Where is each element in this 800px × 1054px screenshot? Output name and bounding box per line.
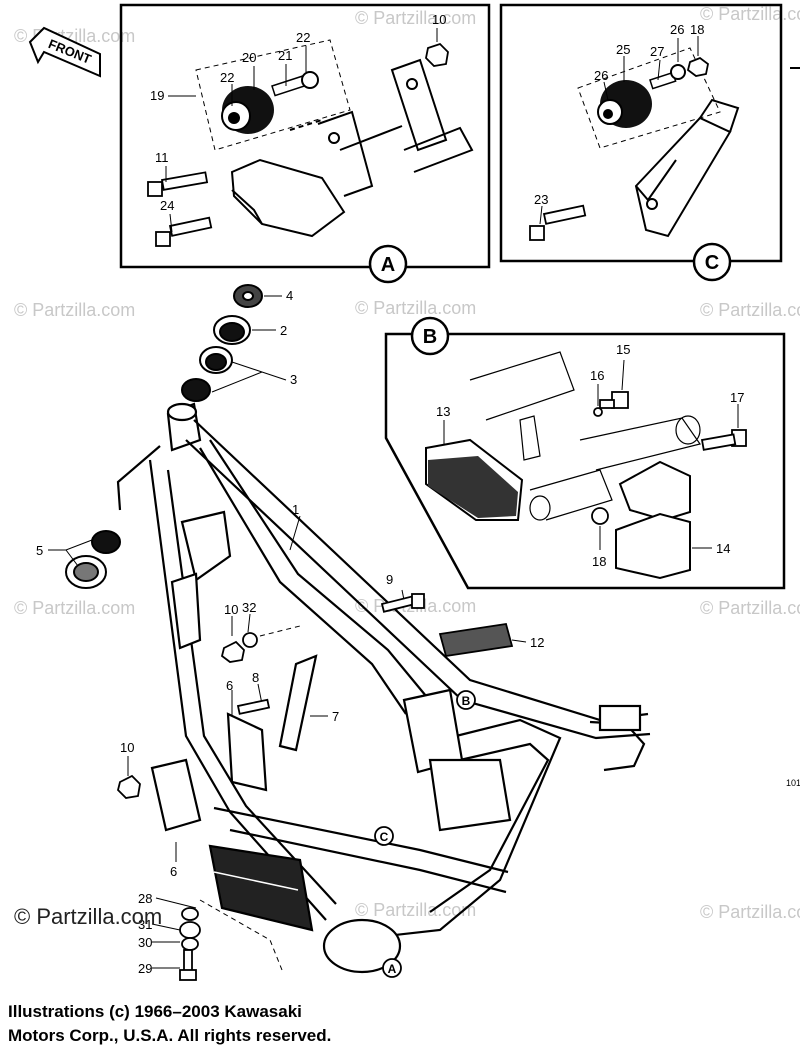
frame-marker-a: A (382, 958, 402, 978)
leader-lines (165, 28, 438, 233)
panel-letter: A (381, 254, 395, 276)
part-number: 10 (120, 740, 134, 755)
part-number: 23 (534, 192, 548, 207)
part-number: 26 (594, 68, 608, 83)
engine-mount-bracket (230, 58, 474, 238)
frame-tubes-sketch (469, 351, 701, 521)
frame-marker-b: B (456, 690, 476, 710)
part-number: 28 (138, 891, 152, 906)
watermark-text: © Partzilla.com (355, 900, 476, 920)
part-number: 10 (432, 12, 446, 27)
panel-letter: B (423, 326, 437, 348)
part-number: 24 (160, 198, 174, 213)
frame-hardware (117, 593, 514, 981)
engine-mount-bracket (634, 98, 740, 238)
rubber-bushing (221, 71, 319, 134)
part-number: 1 (292, 502, 299, 517)
part-number: 18 (690, 22, 704, 37)
copyright-line: Motors Corp., U.S.A. All rights reserved… (8, 1026, 332, 1045)
part-number: 32 (242, 600, 256, 615)
part-number: 25 (616, 42, 630, 57)
part-number: 30 (138, 935, 152, 950)
watermark-text: © Partzilla.com (355, 8, 476, 28)
leader-lines (539, 36, 699, 225)
panel-c: 25 27 26 18 26 23 C (499, 3, 783, 282)
part-number: 3 (290, 372, 297, 387)
copyright-line: Illustrations (c) 1966–2003 Kawasaki (8, 1002, 302, 1021)
watermark-text: © Partzilla.com (14, 904, 162, 929)
part-number: 15 (616, 342, 630, 357)
seat-pad (425, 438, 524, 521)
part-number: 26 (670, 22, 684, 37)
panel-letter: C (705, 252, 719, 274)
part-number: 14 (716, 541, 730, 556)
part-number: 7 (332, 709, 339, 724)
part-number: 22 (220, 70, 234, 85)
watermark-text: © Partzilla.com (14, 598, 135, 618)
part-number: 22 (296, 30, 310, 45)
mount-bracket (615, 460, 691, 580)
panel-b: 15 16 17 13 18 14 B (384, 316, 786, 590)
nut-icon (425, 42, 449, 67)
part-number: 10 (224, 602, 238, 617)
watermark-text: © Partzilla.com (700, 598, 800, 618)
marker-letter: A (388, 962, 397, 976)
leader-lines (443, 359, 739, 550)
leader-lines (48, 295, 527, 969)
part-number: 18 (592, 554, 606, 569)
bolt-icon (529, 204, 587, 241)
part-number: 29 (138, 961, 152, 976)
marker-letter: B (462, 694, 471, 708)
part-number: 12 (530, 635, 544, 650)
panel-b-marker: B (410, 316, 450, 356)
motorcycle-frame (116, 402, 651, 974)
frame-marker-c: C (374, 826, 394, 846)
copyright-notice: Illustrations (c) 1966–2003 Kawasaki Mot… (8, 1000, 568, 1048)
part-number: 5 (36, 543, 43, 558)
part-number: 19 (150, 88, 164, 103)
watermark-text: © Partzilla.com (355, 298, 476, 318)
watermark-text: © Partzilla.com (700, 4, 800, 24)
part-number: 17 (730, 390, 744, 405)
panel-a: 10 11 24 19 20 22 21 22 A (119, 3, 491, 284)
bolt-icon (147, 171, 213, 247)
bolt-icon (591, 391, 747, 525)
side-code: 101 (786, 778, 800, 788)
part-number: 13 (436, 404, 450, 419)
part-number: 27 (650, 44, 664, 59)
part-number: 9 (386, 572, 393, 587)
part-number: 2 (280, 323, 287, 338)
part-number: 20 (242, 50, 256, 65)
part-number: 8 (252, 670, 259, 685)
watermark-text: © Partzilla.com (700, 902, 800, 922)
watermark-text: © Partzilla.com (700, 300, 800, 320)
part-number: 6 (170, 864, 177, 879)
dashed-guides (199, 625, 301, 971)
part-number: 4 (286, 288, 293, 303)
part-number: 21 (278, 48, 292, 63)
part-number: 6 (226, 678, 233, 693)
part-number: 11 (155, 150, 169, 165)
panel-a-marker: A (368, 244, 408, 284)
steering-bearings (65, 284, 263, 589)
watermark-text: © Partzilla.com (14, 300, 135, 320)
part-number: 16 (590, 368, 604, 383)
part-number: 31 (138, 917, 152, 932)
panel-c-marker: C (692, 242, 732, 282)
marker-letter: C (380, 830, 389, 844)
rubber-bushing (597, 56, 709, 128)
